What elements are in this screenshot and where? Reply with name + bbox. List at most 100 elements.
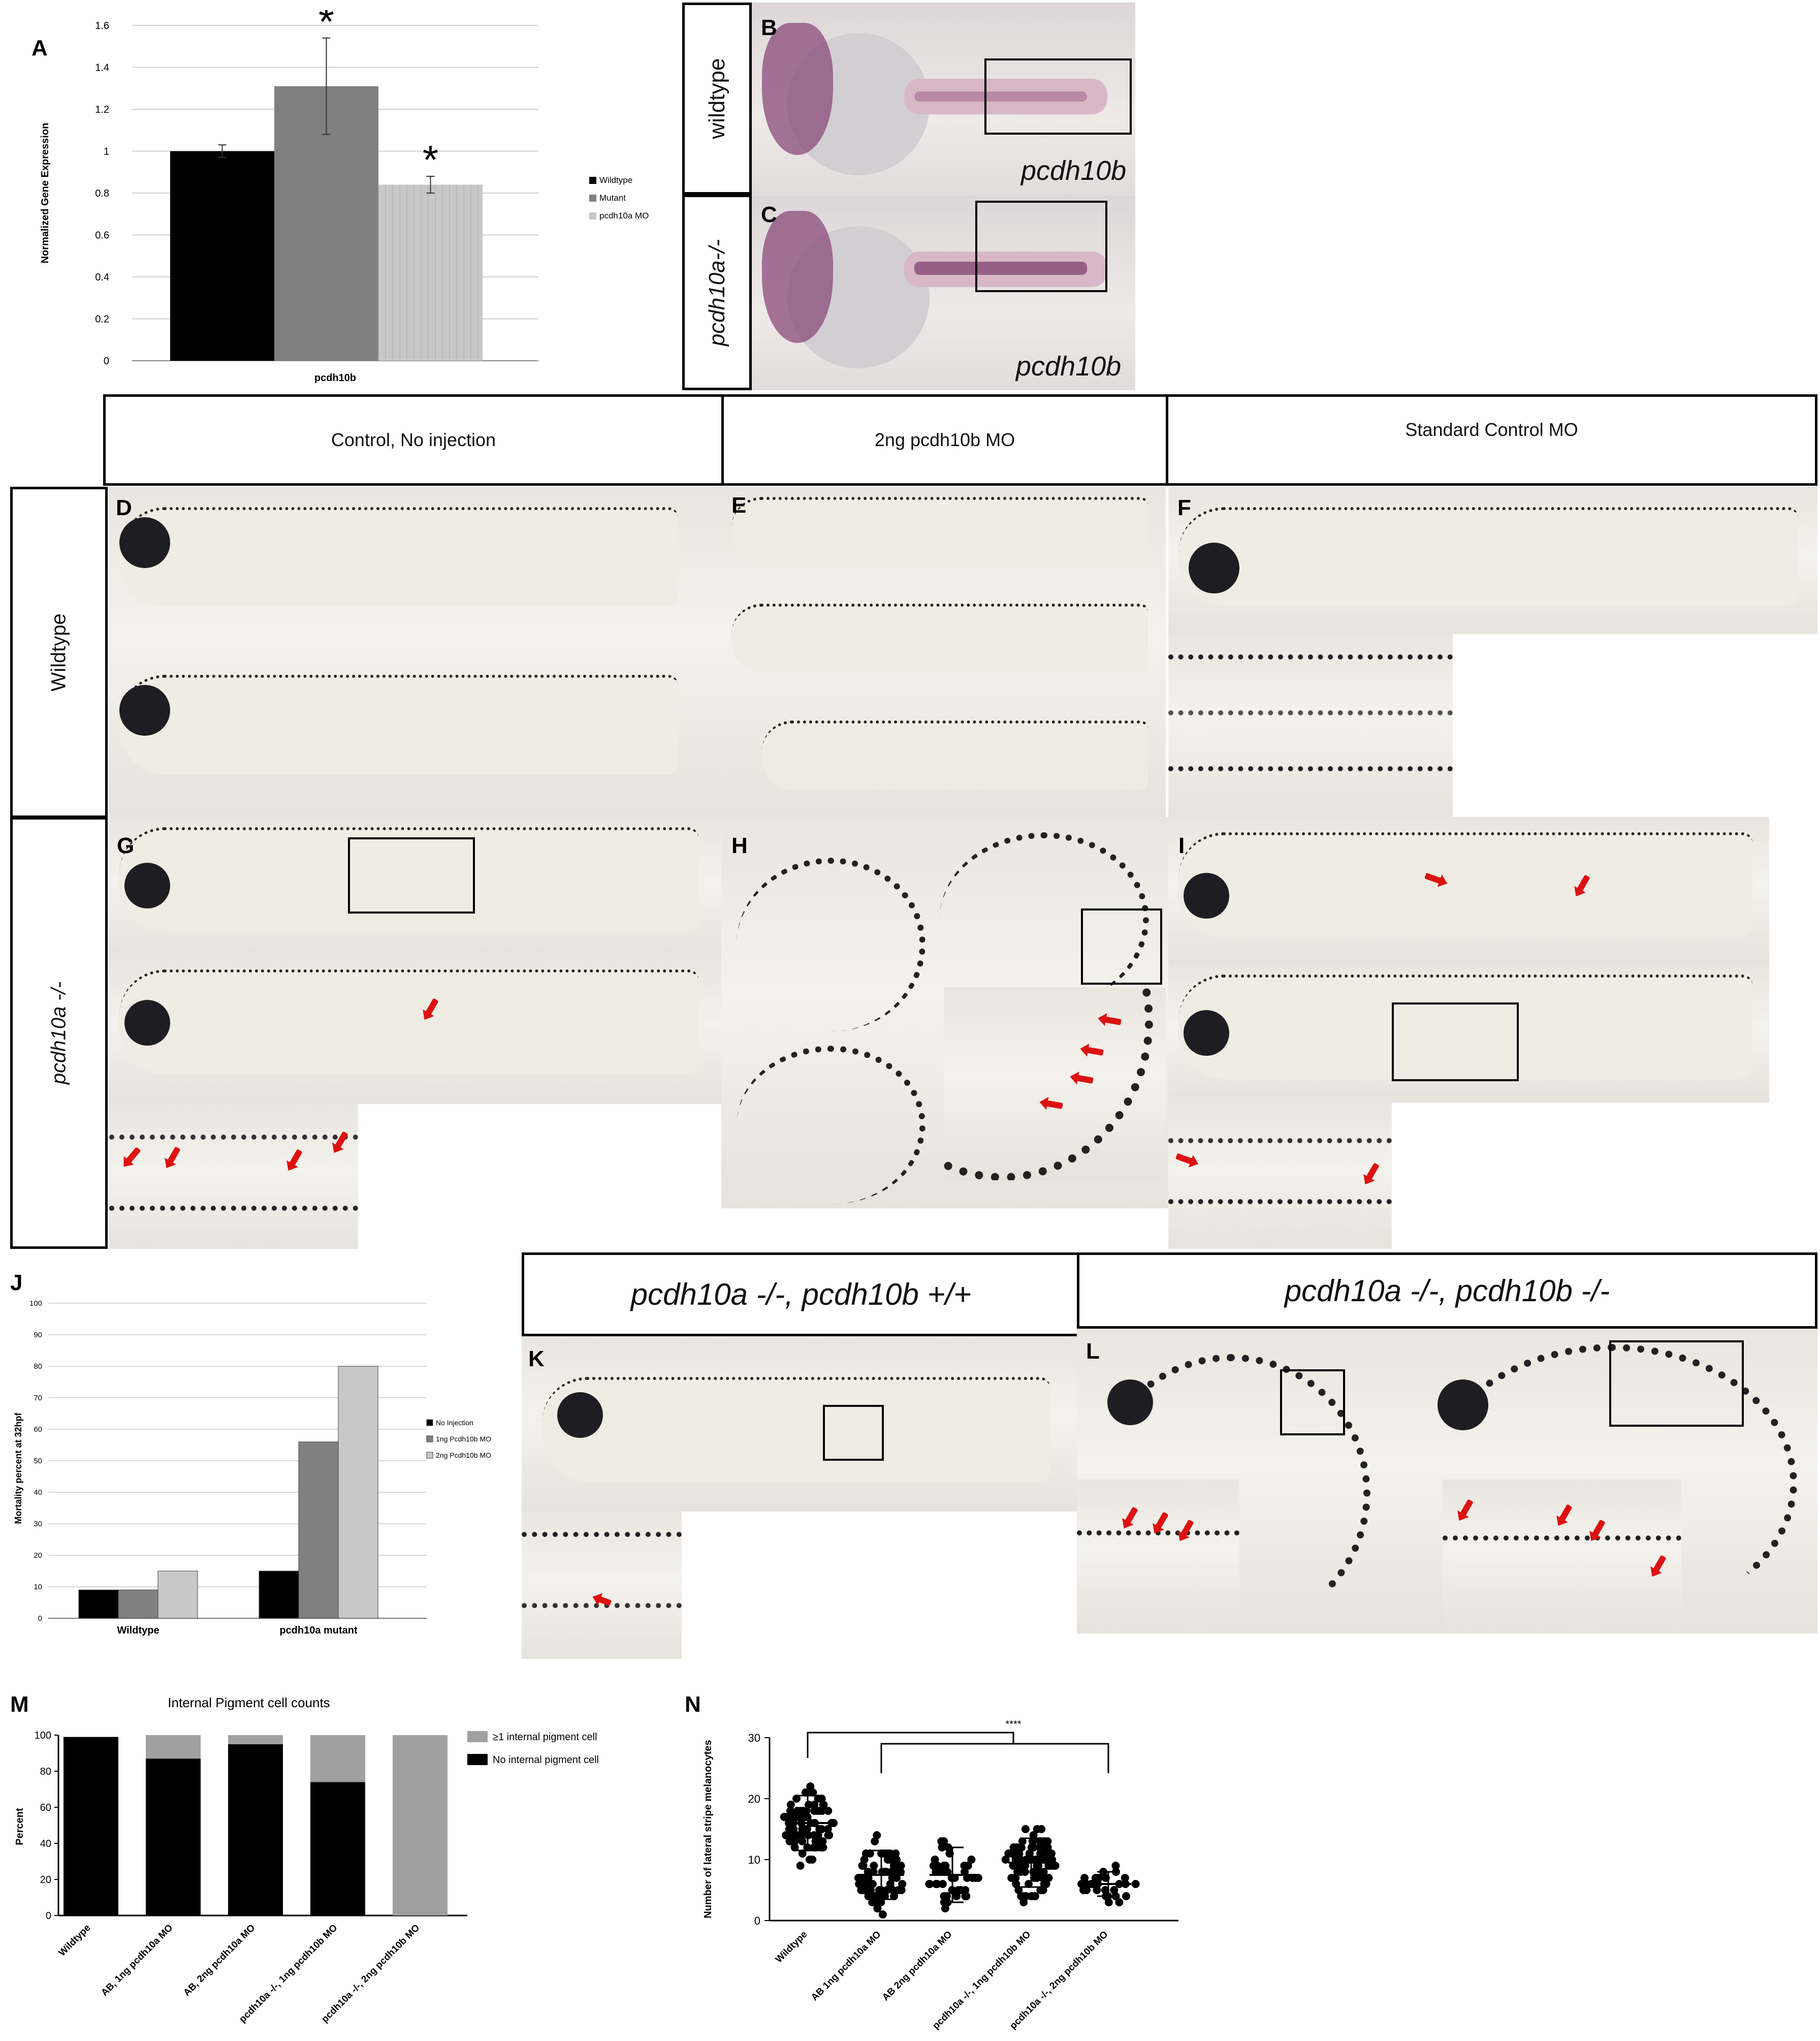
larva-inset-h xyxy=(944,987,1166,1180)
data-point xyxy=(886,1880,895,1888)
legend-label: Wildtype xyxy=(599,175,632,185)
y-tick-label: 30 xyxy=(34,1520,42,1528)
data-point xyxy=(795,1831,804,1839)
data-point xyxy=(1035,1837,1044,1845)
data-point xyxy=(806,1782,815,1791)
legend-label: 1ng Pcdh10b MO xyxy=(436,1435,491,1443)
data-point xyxy=(940,1862,948,1870)
data-point xyxy=(937,1837,946,1845)
data-point xyxy=(818,1837,827,1845)
row-label-box-mutant-grid: pcdh10a -/- xyxy=(10,817,108,1249)
data-point xyxy=(933,1862,942,1870)
legend-label: Mutant xyxy=(599,193,626,203)
data-point xyxy=(1121,1874,1129,1882)
row-label-box-wildtype: wildtype xyxy=(682,3,752,195)
larva-photo-k xyxy=(522,1336,1078,1512)
data-point xyxy=(862,1886,871,1894)
x-tick-label: AB 2ng pcdh10a MO xyxy=(880,1929,954,2003)
legend-swatch xyxy=(467,1754,488,1765)
data-point xyxy=(873,1831,881,1839)
legend-swatch xyxy=(426,1452,433,1459)
legend-label: 2ng Pcdh10b MO xyxy=(436,1451,491,1459)
data-point xyxy=(860,1856,869,1864)
panel-letter-f: F xyxy=(1177,495,1191,520)
x-tick-label: AB, 1ng pcdh10a MO xyxy=(99,1923,175,1998)
data-point xyxy=(815,1825,824,1833)
data-point xyxy=(891,1862,900,1870)
stacked-bar-segment xyxy=(310,1782,365,1916)
data-point xyxy=(786,1807,795,1815)
column-header-pcdh10b-mo: 2ng pcdh10b MO xyxy=(721,394,1168,486)
data-point xyxy=(792,1795,801,1803)
legend-label: No internal pigment cell xyxy=(493,1754,599,1766)
data-point xyxy=(1018,1837,1027,1845)
larva-photo-i xyxy=(1168,817,1769,964)
data-point xyxy=(859,1862,868,1870)
larva-photo-d xyxy=(109,487,721,818)
data-point xyxy=(1046,1849,1055,1858)
data-point xyxy=(1012,1880,1020,1888)
row-label-pcdh10a-mutant: pcdh10a-/- xyxy=(704,239,729,346)
data-point xyxy=(868,1880,877,1888)
data-point xyxy=(790,1813,799,1821)
bar xyxy=(157,1571,198,1619)
y-tick-label: 1.6 xyxy=(95,20,109,32)
data-point xyxy=(783,1813,791,1821)
data-point xyxy=(885,1849,893,1858)
y-tick-label: 90 xyxy=(34,1331,42,1339)
data-point xyxy=(862,1880,871,1888)
data-point xyxy=(808,1856,817,1864)
row-label-wildtype-grid: Wildtype xyxy=(47,613,70,692)
data-point xyxy=(1019,1898,1028,1906)
stacked-bar-segment xyxy=(310,1735,365,1782)
data-point xyxy=(1001,1856,1010,1864)
panel-letter-n: N xyxy=(685,1692,701,1717)
y-tick-label: 0.2 xyxy=(95,314,109,325)
data-point xyxy=(931,1856,939,1864)
legend-label: pcdh10a MO xyxy=(599,211,649,221)
data-point xyxy=(805,1801,813,1809)
larva-inset-i xyxy=(1168,1103,1392,1249)
y-tick-label: 50 xyxy=(34,1457,42,1465)
data-point xyxy=(964,1862,972,1870)
data-point xyxy=(1077,1880,1086,1888)
y-tick-label: 0 xyxy=(104,356,109,367)
y-tick-label: 10 xyxy=(748,1854,760,1866)
data-point xyxy=(891,1849,900,1858)
y-tick-label: 0.4 xyxy=(95,272,109,283)
row-label-wildtype: wildtype xyxy=(704,58,729,139)
column-header-control: Control, No injection xyxy=(103,394,724,486)
significance-bracket xyxy=(807,1732,1014,1758)
panel-letter-i: I xyxy=(1178,833,1185,858)
x-tick-label: pcdh10a mutant xyxy=(279,1625,358,1636)
larva-photo-i2 xyxy=(1168,964,1769,1103)
row-label-mutant-grid: pcdh10a -/- xyxy=(47,981,70,1085)
panel-letter-c: C xyxy=(761,202,777,227)
data-point xyxy=(1044,1874,1053,1882)
legend-swatch xyxy=(589,177,596,184)
y-axis-label: Mortality percent at 32hpf xyxy=(13,1412,23,1524)
data-point xyxy=(1104,1898,1113,1906)
larva-inset-l2 xyxy=(1443,1480,1681,1632)
data-point xyxy=(817,1795,826,1803)
roi-box-i xyxy=(1392,1002,1519,1081)
data-point xyxy=(864,1892,873,1900)
data-point xyxy=(1039,1849,1048,1858)
panel-letter-e: E xyxy=(731,493,747,518)
data-point xyxy=(1040,1880,1048,1888)
data-point xyxy=(824,1807,833,1815)
roi-box-l2 xyxy=(1609,1340,1744,1427)
data-point xyxy=(1093,1886,1101,1894)
data-point xyxy=(825,1831,834,1839)
larva-photo-g xyxy=(109,817,721,959)
stacked-bar-segment xyxy=(228,1735,283,1744)
data-point xyxy=(1115,1898,1124,1906)
y-tick-label: 0 xyxy=(46,1910,51,1922)
significance-bracket xyxy=(880,1743,1109,1773)
data-point xyxy=(1029,1831,1038,1839)
data-point xyxy=(811,1843,820,1851)
y-tick-label: 30 xyxy=(748,1732,760,1744)
y-tick-label: 0 xyxy=(38,1614,42,1623)
panel-letter-m: M xyxy=(10,1692,29,1717)
bar xyxy=(78,1589,119,1619)
